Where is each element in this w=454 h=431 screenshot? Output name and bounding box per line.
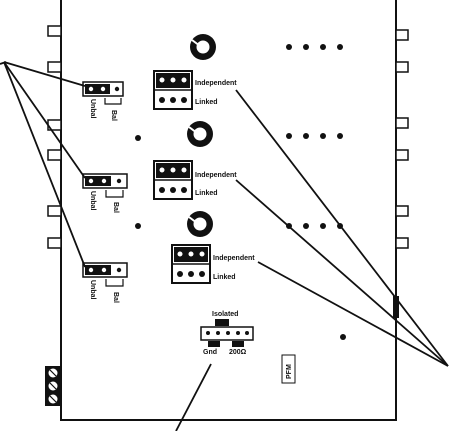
knob-icon (190, 34, 216, 60)
balance-jumper (82, 81, 124, 105)
linked-label: Linked (195, 99, 218, 106)
link-jumper (153, 160, 193, 200)
left-connectors (47, 25, 62, 249)
independent-label: Independent (213, 255, 255, 262)
pfm-badge (281, 354, 296, 384)
link-jumper (171, 244, 211, 284)
callout-lines (0, 61, 449, 431)
linked-label: Linked (213, 274, 236, 281)
screw-terminal (45, 366, 61, 406)
balance-jumper (82, 173, 128, 198)
unbal-label: Unbal (89, 99, 96, 119)
independent-label: Independent (195, 80, 237, 87)
isolated-label: Isolated (212, 311, 238, 318)
right-tab (393, 296, 399, 318)
bal-label: Bal (112, 292, 119, 303)
knob-icon (187, 211, 213, 237)
unbal-label: Unbal (89, 280, 96, 300)
knob-icon (187, 121, 213, 147)
ohm-label: 200Ω (229, 349, 247, 356)
unbal-label: Unbal (89, 191, 96, 211)
balance-jumper (82, 262, 128, 287)
linked-label: Linked (195, 190, 218, 197)
bal-label: Bal (112, 202, 119, 213)
board-outline (60, 0, 397, 421)
gnd-label: Gnd (203, 349, 217, 356)
pfm-label: PFM (286, 364, 293, 379)
right-connectors (395, 29, 409, 249)
independent-label: Independent (195, 172, 237, 179)
ground-jumper (200, 319, 254, 347)
bal-label: Bal (110, 110, 117, 121)
link-jumper (153, 70, 193, 110)
